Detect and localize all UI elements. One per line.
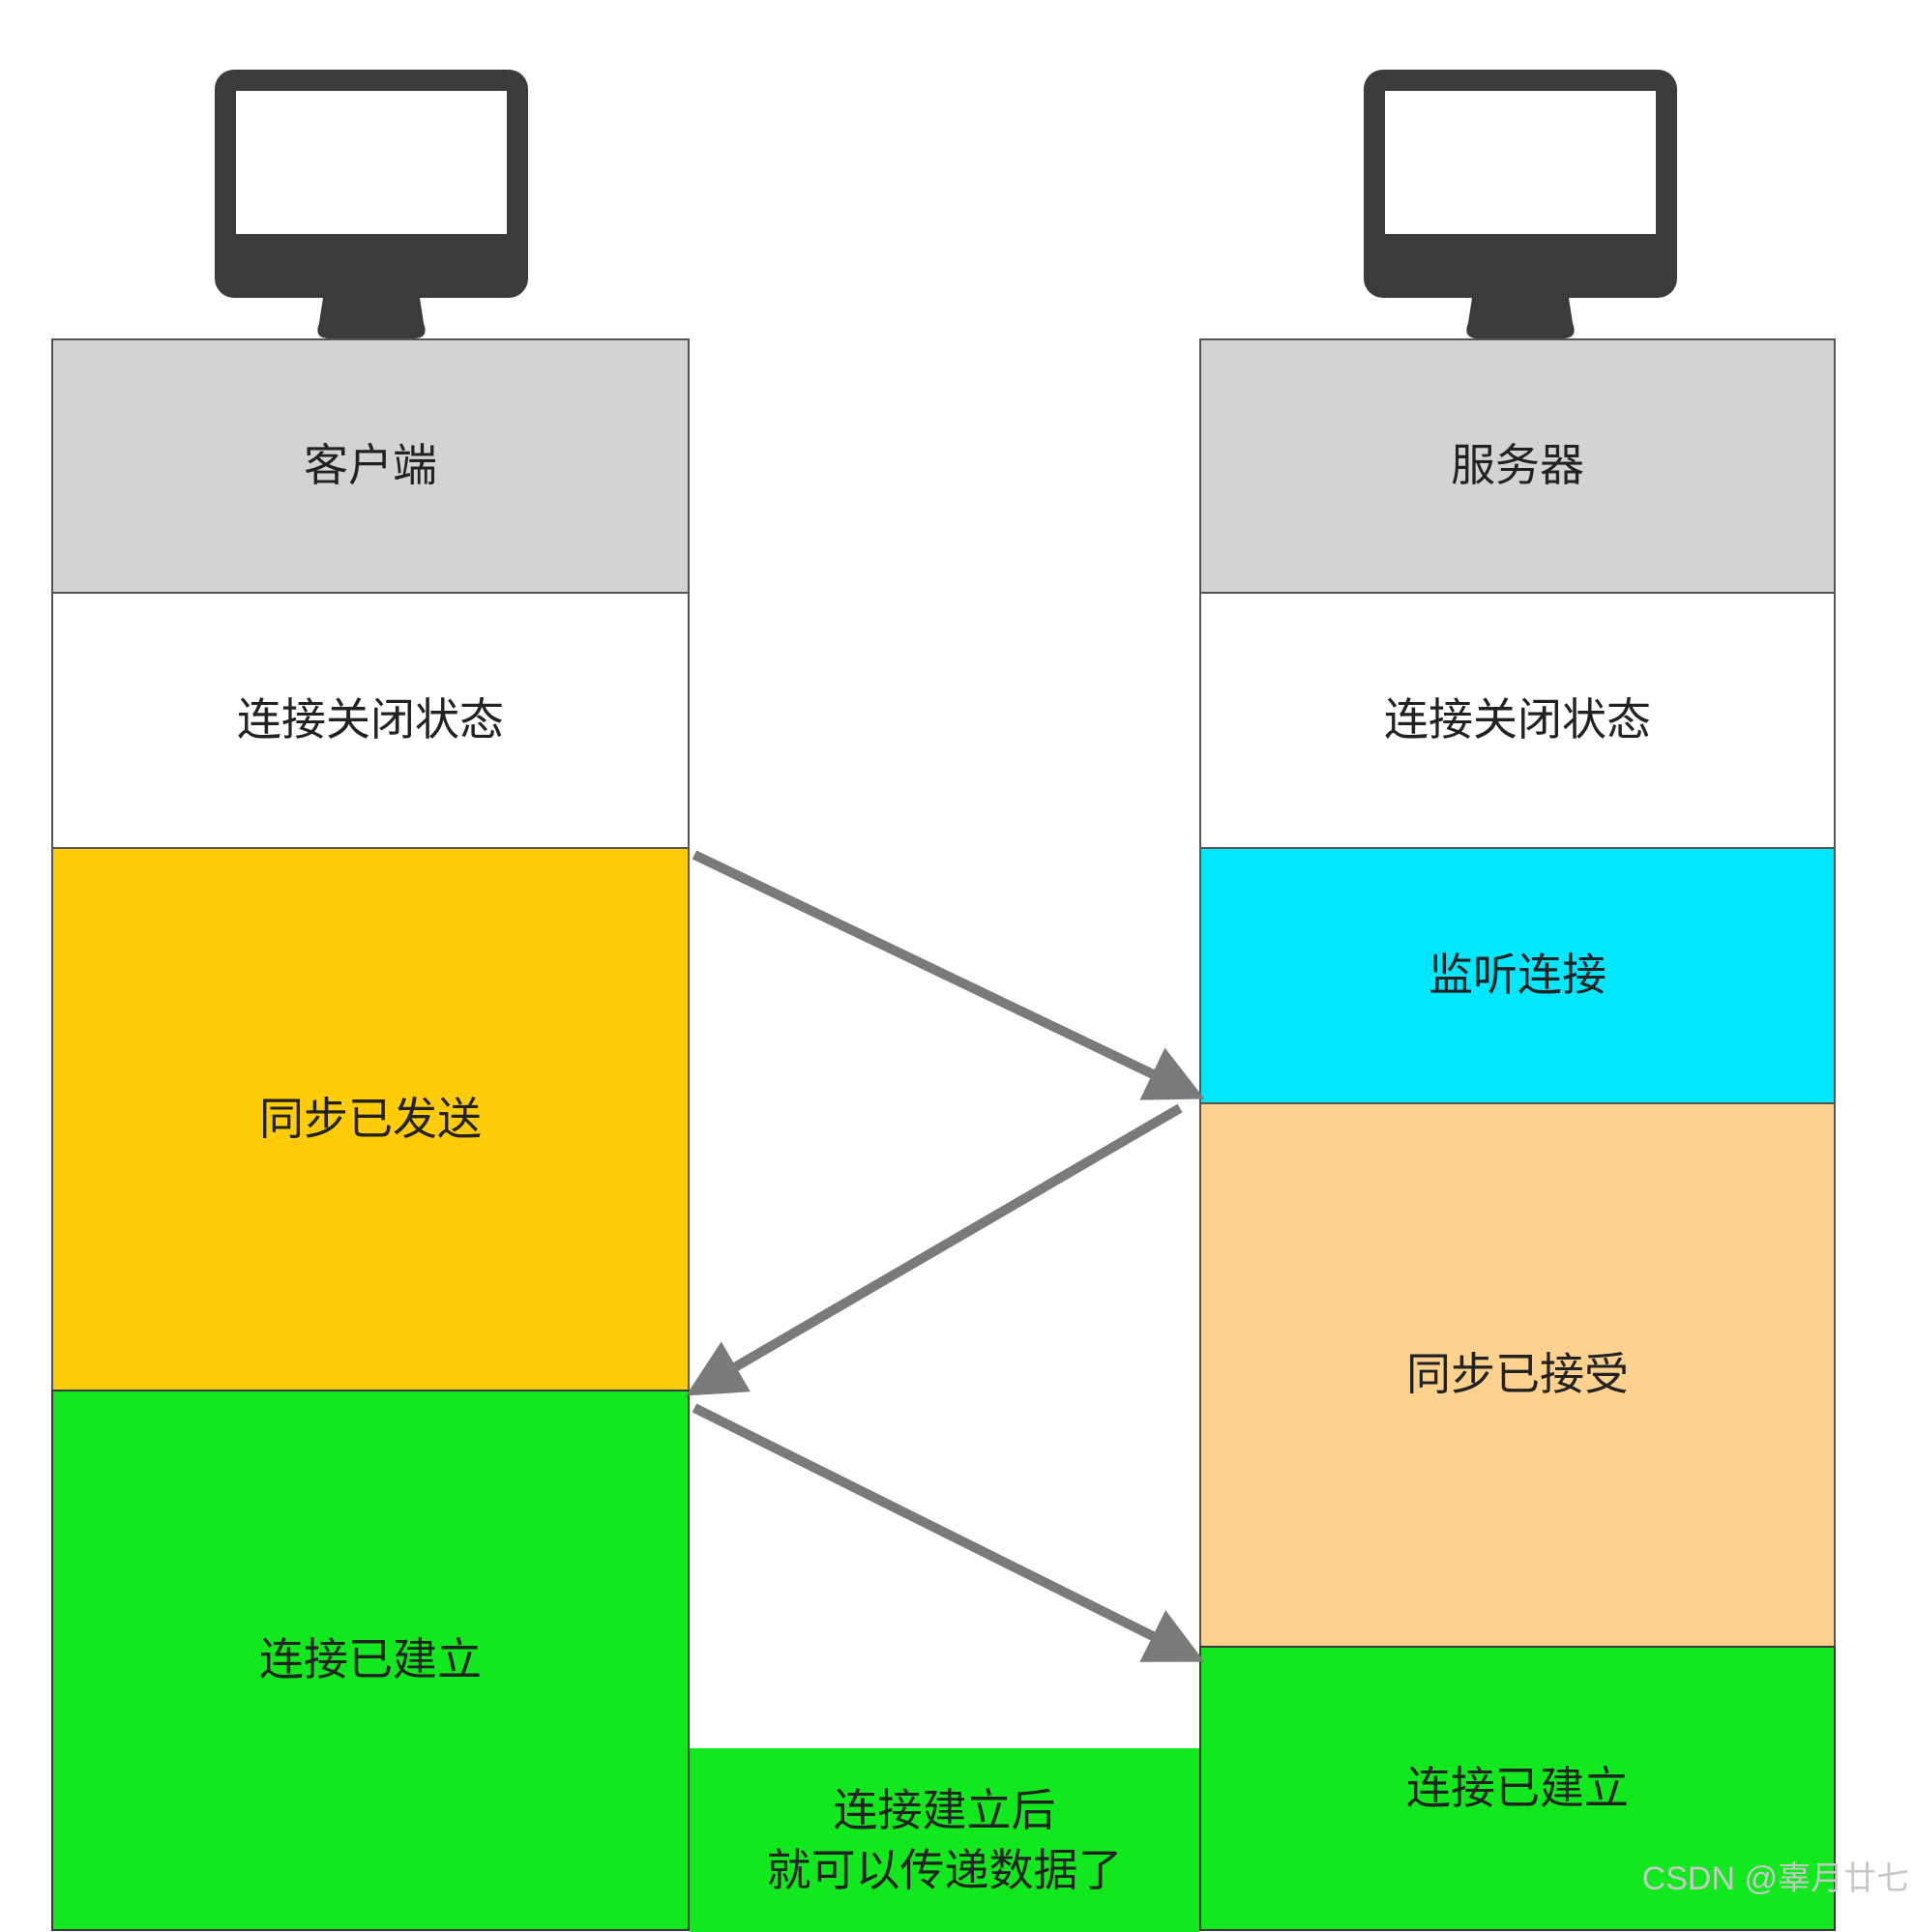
data-transfer-line2: 就可以传递数据了	[766, 1844, 1123, 1896]
client-title: 客户端	[304, 439, 437, 492]
server-state-listen: 监听连接	[1199, 847, 1836, 1104]
client-header: 客户端	[51, 338, 690, 594]
client-state-syn-sent-label: 同步已发送	[259, 1092, 482, 1145]
server-state-syn-received: 同步已接受	[1199, 1102, 1836, 1648]
server-state-syn-received-label: 同步已接受	[1406, 1348, 1629, 1401]
client-state-established: 连接已建立	[51, 1390, 690, 1931]
client-state-syn-sent: 同步已发送	[51, 847, 690, 1391]
client-state-established-label: 连接已建立	[259, 1633, 482, 1686]
client-state-closed: 连接关闭状态	[51, 592, 690, 849]
server-state-established-label: 连接已建立	[1406, 1761, 1629, 1814]
syn-ack-arrow	[686, 1103, 1183, 1396]
server-state-listen-label: 监听连接	[1429, 949, 1606, 1002]
server-monitor-icon	[1364, 70, 1677, 338]
server-state-established: 连接已建立	[1199, 1646, 1836, 1931]
data-transfer-box: 连接建立后 就可以传递数据了	[690, 1748, 1199, 1932]
data-transfer-line1: 连接建立后	[833, 1783, 1056, 1836]
syn-arrow	[692, 850, 1205, 1100]
ack-arrow	[692, 1403, 1205, 1662]
server-title: 服务器	[1451, 439, 1584, 492]
watermark: CSDN @辜月廿七	[1641, 1860, 1909, 1897]
client-state-closed-label: 连接关闭状态	[237, 693, 504, 746]
server-state-closed-label: 连接关闭状态	[1384, 693, 1651, 746]
server-state-closed: 连接关闭状态	[1199, 592, 1836, 849]
client-monitor-icon	[215, 70, 528, 338]
